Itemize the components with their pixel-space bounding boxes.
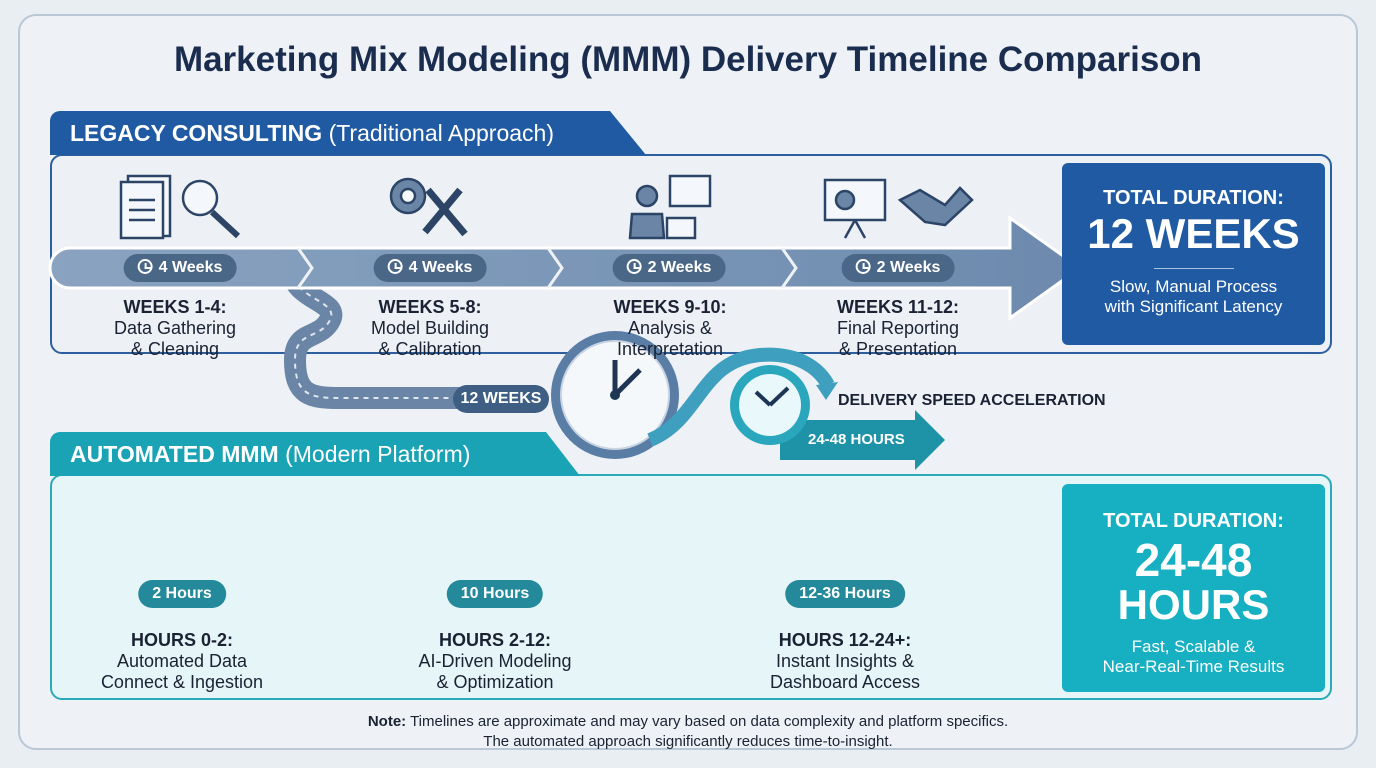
legacy-phase-2-label: WEEKS 5-8:Model Building& Calibration <box>370 297 490 359</box>
slow-clock-icon <box>551 331 679 459</box>
duration-text: 4 Weeks <box>158 259 223 276</box>
total-desc-1: Fast, Scalable & <box>1131 637 1256 656</box>
acceleration-label: DELIVERY SPEED ACCELERATION <box>838 392 1106 409</box>
note-line-2: The automated approach significantly red… <box>483 733 893 750</box>
duration-text: 2 Weeks <box>876 259 941 276</box>
legacy-phase-3-label: WEEKS 9-10:Analysis &Interpretation <box>613 297 727 359</box>
presentation-handshake-icon <box>823 178 974 239</box>
analyst-chart-icon <box>628 174 712 240</box>
total-desc-2: with Significant Latency <box>1104 297 1283 316</box>
clock-icon <box>387 259 403 274</box>
documents-magnifier-icon <box>119 174 241 240</box>
legacy-total-box: TOTAL DURATION: 12 WEEKS Slow, Manual Pr… <box>1062 163 1325 345</box>
legacy-phase-2-duration: 4 Weeks <box>373 254 487 282</box>
duration-text: 2 Weeks <box>647 259 712 276</box>
legacy-tab: LEGACY CONSULTING (Traditional Approach) <box>50 111 646 155</box>
fast-clock-icon <box>730 365 810 445</box>
total-label: TOTAL DURATION: <box>1103 187 1284 209</box>
total-label: TOTAL DURATION: <box>1103 510 1284 532</box>
fast-label: 24-48 HOURS <box>808 431 905 448</box>
automated-phase-2-duration: 10 Hours <box>446 580 544 608</box>
legacy-phase-3-duration: 2 Weeks <box>612 254 726 282</box>
duration-text: 4 Weeks <box>408 259 473 276</box>
total-unit: HOURS <box>1117 581 1270 628</box>
acceleration-swoosh <box>647 347 835 447</box>
legacy-tab-title: LEGACY CONSULTING <box>70 120 323 146</box>
total-desc-2: Near-Real-Time Results <box>1102 657 1285 676</box>
automated-phase-1-duration: 2 Hours <box>138 580 226 608</box>
road-label: 12 WEEKS <box>453 385 549 413</box>
note-line-1: Timelines are approximate and may vary b… <box>410 713 1009 730</box>
clock-icon <box>137 259 153 274</box>
legacy-timeline-arrow <box>48 215 1083 321</box>
gear-wrench-icon <box>389 177 468 237</box>
legacy-phase-1-duration: 4 Weeks <box>123 254 237 282</box>
automated-tab: AUTOMATED MMM (Modern Platform) <box>50 432 580 476</box>
page-title: Marketing Mix Modeling (MMM) Delivery Ti… <box>173 40 1203 79</box>
footnote: Note: Timelines are approximate and may … <box>0 712 1376 752</box>
divider <box>1153 268 1234 269</box>
clock-icon <box>855 259 871 274</box>
legacy-phase-1-label: WEEKS 1-4:Data Gathering& Cleaning <box>113 297 237 359</box>
note-label: Note: <box>367 713 407 730</box>
total-value: 12 WEEKS <box>1087 210 1300 257</box>
legacy-tab-subtitle: (Traditional Approach) <box>328 120 554 146</box>
legacy-phase-4-duration: 2 Weeks <box>841 254 955 282</box>
automated-tab-subtitle: (Modern Platform) <box>285 441 471 467</box>
automated-phase-3-duration: 12-36 Hours <box>785 580 905 608</box>
total-desc-1: Slow, Manual Process <box>1109 277 1278 296</box>
automated-phase-3-label: HOURS 12-24+:Instant Insights &Dashboard… <box>769 630 921 692</box>
automated-total-box: TOTAL DURATION: 24-48 HOURS Fast, Scalab… <box>1062 484 1325 692</box>
automated-tab-title: AUTOMATED MMM <box>70 441 279 467</box>
fast-arrow <box>780 410 945 470</box>
clock-icon <box>626 259 642 274</box>
total-value: 24-48 <box>1134 534 1253 586</box>
automated-phase-2-label: HOURS 2-12:AI-Driven Modeling& Optimizat… <box>418 630 572 692</box>
legacy-phase-4-label: WEEKS 11-12:Final Reporting& Presentatio… <box>836 297 960 359</box>
